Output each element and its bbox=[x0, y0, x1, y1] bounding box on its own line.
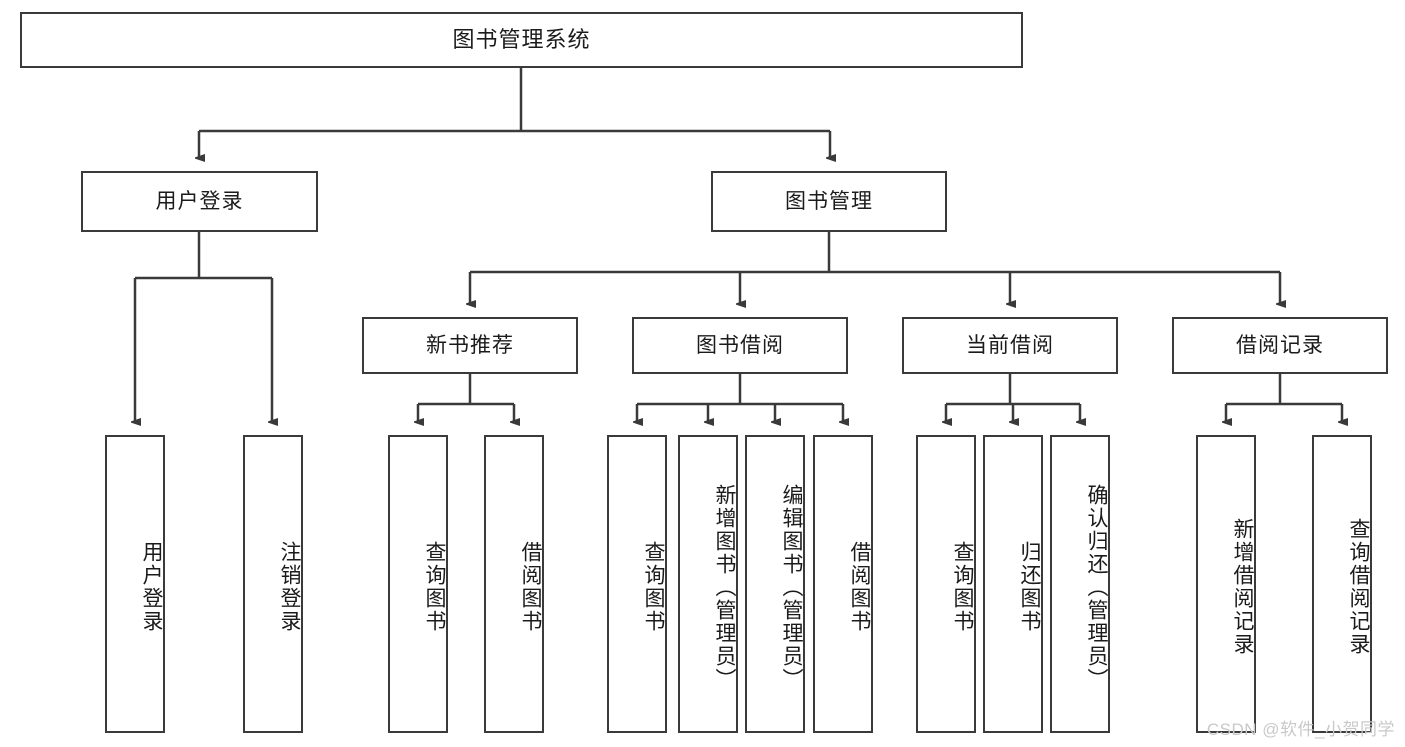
leaf-edit-book-admin-label: 编辑图书（管理员） bbox=[780, 483, 803, 691]
node-root-label: 图书管理系统 bbox=[452, 26, 591, 52]
leaf-query-book-rec[interactable]: 查询图书 bbox=[388, 435, 448, 733]
leaf-edit-book-admin[interactable]: 编辑图书（管理员） bbox=[745, 435, 805, 733]
leaf-user-login[interactable]: 用户登录 bbox=[105, 435, 165, 733]
leaf-add-borrow-record[interactable]: 新增借阅记录 bbox=[1196, 435, 1256, 733]
csdn-watermark: CSDN @软件_小贺同学 bbox=[1206, 720, 1395, 739]
leaf-query-book-borrow-label: 查询图书 bbox=[642, 541, 665, 633]
leaf-query-book-cur-label: 查询图书 bbox=[951, 541, 974, 633]
node-current-borrow-label: 当前借阅 bbox=[966, 333, 1054, 357]
node-book-manage-label: 图书管理 bbox=[785, 189, 873, 213]
leaf-add-book-admin[interactable]: 新增图书（管理员） bbox=[678, 435, 738, 733]
leaf-borrow-book-rec[interactable]: 借阅图书 bbox=[484, 435, 544, 733]
leaf-borrow-book-label: 借阅图书 bbox=[848, 541, 871, 633]
leaf-query-book-borrow[interactable]: 查询图书 bbox=[607, 435, 667, 733]
leaf-borrow-book-rec-label: 借阅图书 bbox=[519, 541, 542, 633]
node-book-borrow-label: 图书借阅 bbox=[696, 333, 784, 357]
leaf-query-book-rec-label: 查询图书 bbox=[423, 541, 446, 633]
leaf-return-book[interactable]: 归还图书 bbox=[983, 435, 1043, 733]
node-book-borrow[interactable]: 图书借阅 bbox=[632, 317, 848, 374]
node-current-borrow[interactable]: 当前借阅 bbox=[902, 317, 1118, 374]
leaf-query-borrow-record-label: 查询借阅记录 bbox=[1347, 518, 1370, 656]
node-borrow-record[interactable]: 借阅记录 bbox=[1172, 317, 1388, 374]
node-borrow-record-label: 借阅记录 bbox=[1236, 333, 1324, 357]
leaf-confirm-return-admin[interactable]: 确认归还（管理员） bbox=[1050, 435, 1110, 733]
node-user-login[interactable]: 用户登录 bbox=[81, 171, 318, 232]
leaf-confirm-return-admin-label: 确认归还（管理员） bbox=[1085, 483, 1108, 691]
node-user-login-label: 用户登录 bbox=[155, 189, 244, 213]
leaf-user-login-label: 用户登录 bbox=[140, 541, 163, 633]
node-root[interactable]: 图书管理系统 bbox=[20, 12, 1023, 68]
leaf-return-book-label: 归还图书 bbox=[1018, 541, 1041, 633]
node-new-book-recommend-label: 新书推荐 bbox=[426, 333, 514, 357]
leaf-borrow-book[interactable]: 借阅图书 bbox=[813, 435, 873, 733]
node-new-book-recommend[interactable]: 新书推荐 bbox=[362, 317, 578, 374]
leaf-query-book-cur[interactable]: 查询图书 bbox=[916, 435, 976, 733]
leaf-add-book-admin-label: 新增图书（管理员） bbox=[713, 483, 736, 691]
leaf-logout-login-label: 注销登录 bbox=[278, 541, 301, 633]
leaf-add-borrow-record-label: 新增借阅记录 bbox=[1231, 518, 1254, 656]
leaf-query-borrow-record[interactable]: 查询借阅记录 bbox=[1312, 435, 1372, 733]
node-book-manage[interactable]: 图书管理 bbox=[711, 171, 947, 232]
leaf-logout-login[interactable]: 注销登录 bbox=[243, 435, 303, 733]
